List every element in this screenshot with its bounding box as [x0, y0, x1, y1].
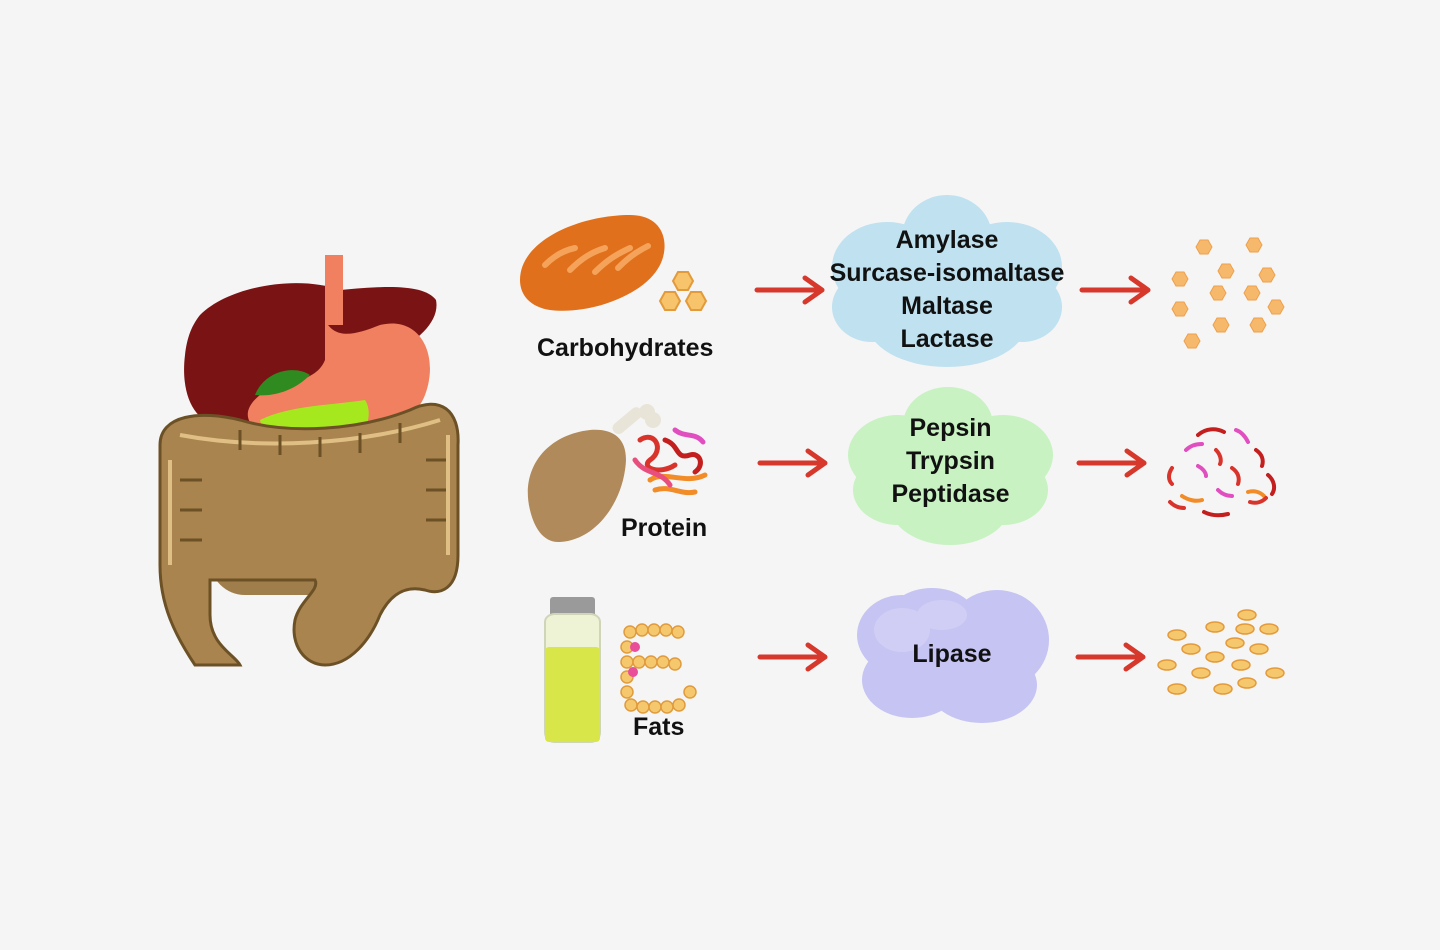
enzyme-name: Peptidase [891, 480, 1010, 508]
enzyme-list-fats: Lipase [852, 638, 1052, 671]
enzyme-name: Amylase [895, 226, 999, 254]
arrow-icon [754, 275, 1151, 672]
enzyme-cloud-protein [848, 387, 1053, 545]
esophagus-shape [325, 255, 343, 325]
enzyme-list-carbohydrates: Amylase Surcase-isomaltase Maltase Lacta… [812, 224, 1082, 356]
enzyme-cloud-fats [857, 588, 1049, 723]
oil-bottle-icon [544, 597, 697, 743]
amino-acids-icon [1167, 427, 1277, 518]
enzyme-name: Maltase [901, 292, 993, 320]
liver-shape [184, 283, 437, 426]
enzyme-cloud-carbohydrates [832, 195, 1062, 367]
digestive-system-illustration [158, 255, 460, 667]
glucose-molecules-icon [1171, 237, 1285, 349]
enzyme-name: Lactase [900, 325, 994, 353]
fatty-acids-icon [1157, 609, 1285, 695]
food-label-protein: Protein [621, 514, 708, 542]
large-intestine-shape [158, 402, 460, 667]
food-label-carbohydrates: Carbohydrates [537, 334, 714, 362]
enzyme-name: Trypsin [906, 447, 995, 475]
bread-icon [520, 215, 708, 311]
enzyme-name: Surcase-isomaltase [829, 259, 1065, 287]
enzyme-name: Pepsin [909, 414, 992, 442]
enzyme-name: Lipase [912, 640, 992, 668]
food-label-fats: Fats [633, 713, 685, 741]
gallbladder-leaf-shape [255, 370, 310, 396]
enzyme-list-protein: Pepsin Trypsin Peptidase [843, 412, 1058, 511]
chicken-leg-icon [527, 404, 708, 543]
